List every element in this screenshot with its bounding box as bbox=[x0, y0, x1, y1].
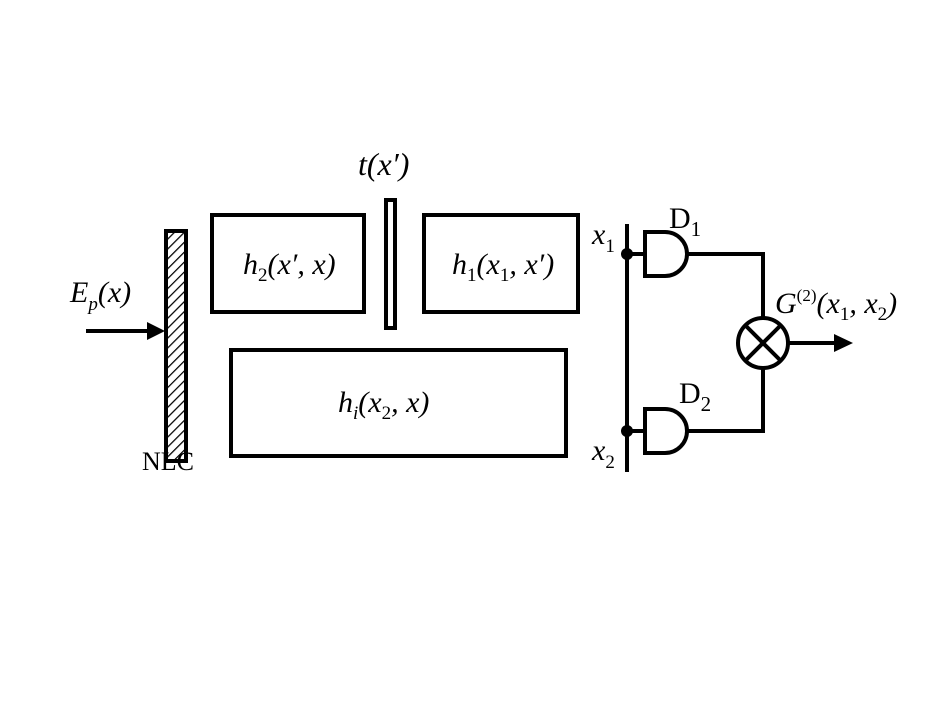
detector-d1 bbox=[643, 230, 689, 278]
x1-label: x1 bbox=[591, 218, 615, 257]
mask-element bbox=[384, 198, 397, 330]
d2-label: D2 bbox=[679, 377, 711, 416]
detector-d2 bbox=[643, 407, 689, 455]
multiplier-icon bbox=[736, 316, 790, 370]
box-h1 bbox=[422, 213, 580, 314]
box-hi bbox=[229, 348, 568, 458]
pump-label: Ep(x) bbox=[69, 276, 131, 315]
correlation-label: G(2)(x1, x2) bbox=[775, 286, 897, 325]
nonlinear-crystal bbox=[164, 229, 188, 463]
box-h2-label: h2(x′, x) bbox=[243, 248, 336, 286]
box-h2 bbox=[210, 213, 366, 314]
x2-label: x2 bbox=[591, 434, 615, 473]
output-arrow bbox=[788, 334, 853, 352]
pump-arrow bbox=[86, 322, 165, 340]
box-h1-label: h1(x1, x′) bbox=[452, 248, 554, 286]
wire-d2 bbox=[687, 368, 765, 433]
mask-label: t(x′) bbox=[358, 146, 409, 182]
crystal-label: NLC bbox=[142, 447, 194, 476]
box-hi-label: hi(x2, x) bbox=[338, 386, 429, 424]
wire-d1 bbox=[687, 252, 765, 318]
d1-label: D1 bbox=[669, 202, 701, 241]
